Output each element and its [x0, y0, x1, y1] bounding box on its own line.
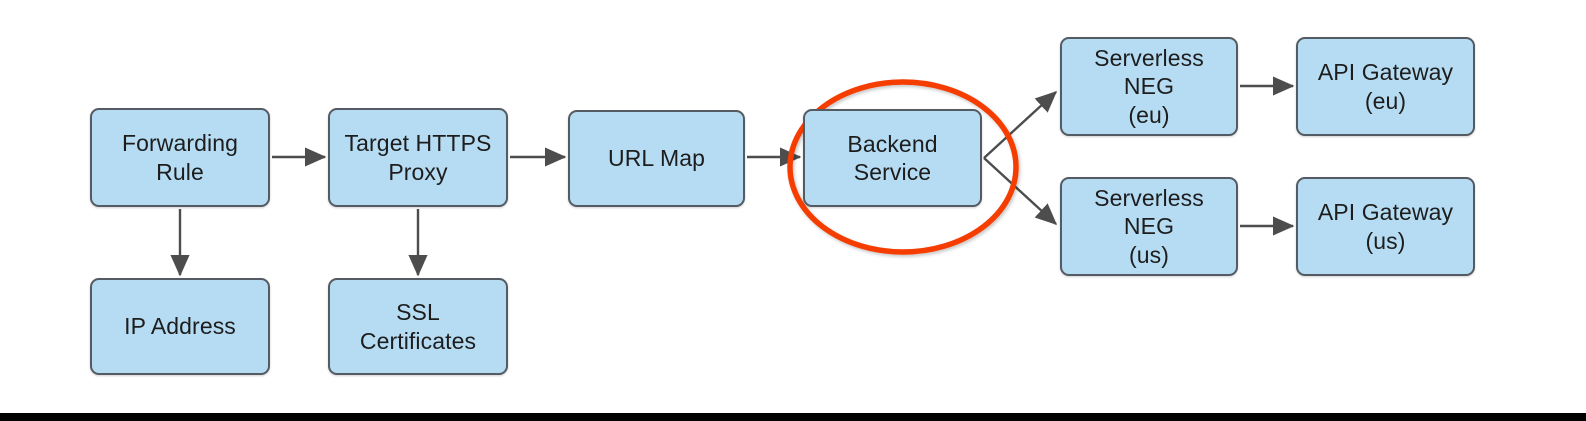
- node-ip-address[interactable]: IP Address: [90, 278, 270, 375]
- node-api-gateway-eu-label: API Gateway (eu): [1317, 59, 1454, 114]
- node-ssl-certificates-label: SSL Certificates: [359, 299, 477, 354]
- node-backend-service-label: Backend Service: [847, 130, 938, 185]
- node-api-gateway-us[interactable]: API Gateway (us): [1296, 177, 1475, 276]
- node-serverless-neg-us-label: Serverless NEG (us): [1094, 185, 1204, 268]
- node-api-gateway-eu[interactable]: API Gateway (eu): [1296, 37, 1475, 136]
- node-forwarding-rule-label: Forwarding Rule: [121, 130, 239, 185]
- node-forwarding-rule[interactable]: Forwarding Rule: [90, 108, 270, 207]
- edge-backend-to-neg-eu: [983, 91, 1058, 159]
- edge-backend-to-neg-us: [983, 157, 1058, 225]
- node-serverless-neg-eu[interactable]: Serverless NEG (eu): [1060, 37, 1238, 136]
- node-backend-service[interactable]: Backend Service: [803, 109, 982, 207]
- node-url-map-label: URL Map: [608, 145, 705, 172]
- backend-service-highlight-ellipse: [787, 79, 1019, 255]
- node-api-gateway-us-label: API Gateway (us): [1317, 199, 1454, 254]
- node-url-map[interactable]: URL Map: [568, 110, 745, 207]
- node-serverless-neg-eu-label: Serverless NEG (eu): [1094, 45, 1204, 128]
- node-target-https-proxy-label: Target HTTPS Proxy: [344, 130, 492, 185]
- bottom-bar: [0, 413, 1586, 421]
- node-target-https-proxy[interactable]: Target HTTPS Proxy: [328, 108, 508, 207]
- node-ip-address-label: IP Address: [124, 313, 236, 340]
- node-ssl-certificates[interactable]: SSL Certificates: [328, 278, 508, 375]
- node-serverless-neg-us[interactable]: Serverless NEG (us): [1060, 177, 1238, 276]
